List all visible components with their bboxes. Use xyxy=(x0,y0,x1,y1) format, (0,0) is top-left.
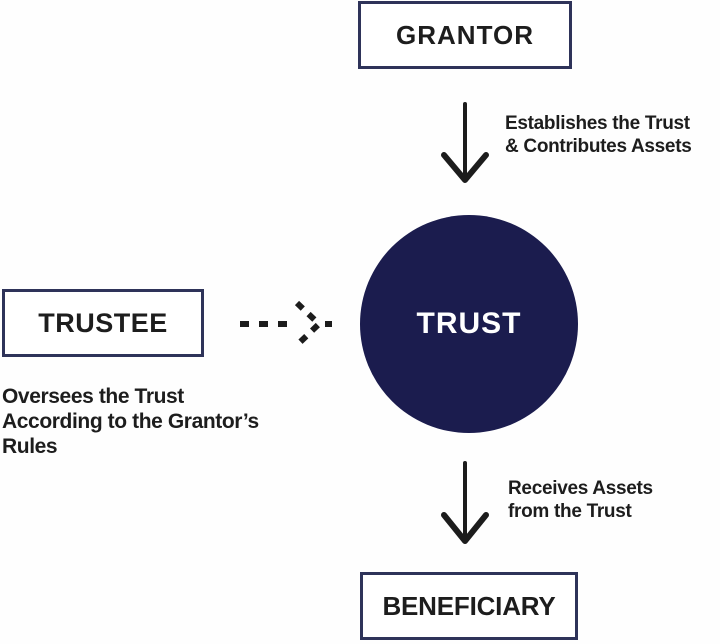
node-trustee-label: TRUSTEE xyxy=(38,307,168,338)
dashed-right-arrow-icon xyxy=(240,300,332,348)
node-trust-label: TRUST xyxy=(416,307,522,340)
trustee-note: Oversees the Trust According to the Gran… xyxy=(2,384,259,459)
edge-label-line: & Contributes Assets xyxy=(505,136,692,157)
trustee-note-line: Rules xyxy=(2,435,58,458)
edge-label-grantor-trust: Establishes the Trust & Contributes Asse… xyxy=(505,112,692,158)
trustee-note-line: According to the Grantor’s xyxy=(2,410,259,433)
down-arrow-icon xyxy=(441,102,489,183)
edge-label-trust-beneficiary: Receives Assets from the Trust xyxy=(508,477,653,523)
edge-label-line: from the Trust xyxy=(508,501,632,522)
node-grantor: GRANTOR xyxy=(358,1,572,69)
node-beneficiary-label: BENEFICIARY xyxy=(382,590,556,621)
node-trust: TRUST xyxy=(360,215,578,433)
node-trustee: TRUSTEE xyxy=(2,289,204,357)
down-arrow-icon xyxy=(441,461,489,544)
node-grantor-label: GRANTOR xyxy=(396,19,534,50)
edge-label-line: Receives Assets xyxy=(508,478,653,499)
trustee-note-line: Oversees the Trust xyxy=(2,385,184,408)
edge-label-line: Establishes the Trust xyxy=(505,113,690,134)
node-beneficiary: BENEFICIARY xyxy=(360,572,578,640)
